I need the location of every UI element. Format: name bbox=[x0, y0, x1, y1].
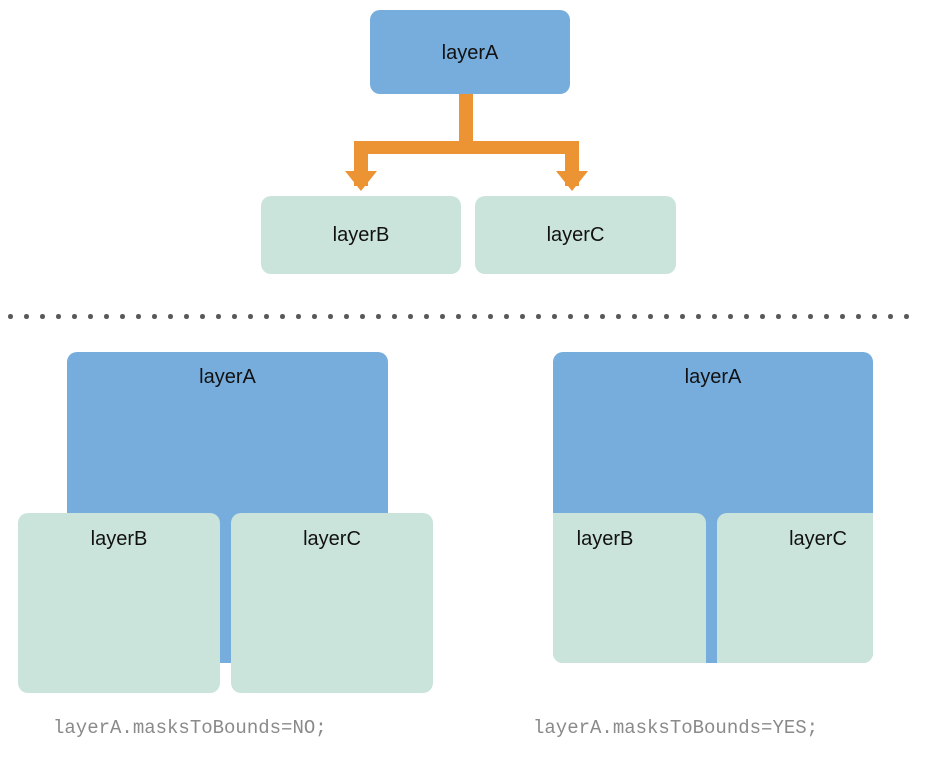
masks-yes-layerB[interactable] bbox=[553, 513, 706, 663]
masks-yes-layerA[interactable] bbox=[553, 352, 873, 663]
masks-yes-layerA-label: layerA bbox=[684, 366, 742, 388]
masks-no-layerC-label: layerC bbox=[303, 528, 361, 550]
tree-node-layerB-label: layerB bbox=[332, 224, 390, 246]
masks-no-layerA-label: layerA bbox=[199, 366, 256, 388]
masks-no-layerC[interactable]: layerC bbox=[231, 513, 433, 693]
masks-yes-layerC[interactable] bbox=[717, 513, 873, 663]
tree-arrowhead-left-icon bbox=[345, 171, 377, 191]
masks-no-layerB[interactable]: layerB bbox=[18, 513, 220, 693]
example-masks-no: layerA layerB layerC layerA.masksToBound… bbox=[0, 0, 460, 769]
masks-yes-layerC-label: layerC bbox=[789, 528, 847, 550]
tree-edge-crossbar bbox=[354, 141, 579, 154]
section-divider bbox=[8, 314, 916, 319]
masks-no-layerB-label: layerB bbox=[90, 528, 148, 550]
tree-arrowhead-right-icon bbox=[556, 171, 588, 191]
tree-node-layerC-label: layerC bbox=[546, 224, 605, 246]
tree-edge-stem bbox=[459, 94, 473, 154]
tree-node-layerB[interactable]: layerB bbox=[261, 196, 461, 274]
masks-no-caption: layerA.masksToBounds=NO; bbox=[53, 717, 327, 739]
tree-node-layerA-label: layerA bbox=[441, 42, 499, 64]
tree-node-layerA[interactable]: layerA bbox=[370, 10, 570, 94]
tree-node-layerC[interactable]: layerC bbox=[475, 196, 676, 274]
masks-yes-layerB-label: layerB bbox=[576, 528, 634, 550]
masks-yes-caption: layerA.masksToBounds=YES; bbox=[533, 717, 819, 739]
